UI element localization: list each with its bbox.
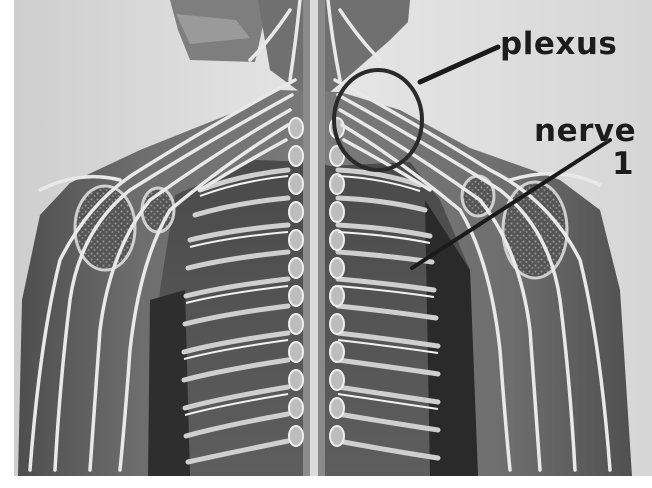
plexus-label: plexus [500,26,617,62]
nerve-number-label: 1 [612,146,634,182]
spinal-cord [303,0,325,476]
nerve-label: nerve [534,113,636,149]
